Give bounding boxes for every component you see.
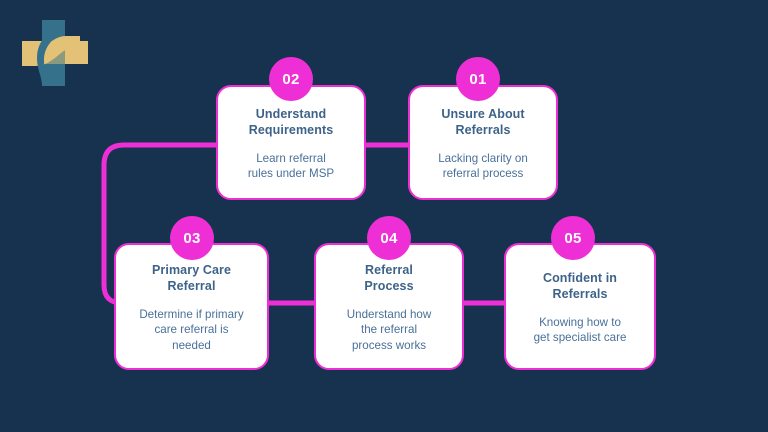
step-badge-01-number: 01 xyxy=(469,70,487,88)
step-card-04-title: Referral Process xyxy=(364,262,414,293)
step-card-05-title: Confident in Referrals xyxy=(542,270,618,301)
step-card-01-title: Unsure About Referrals xyxy=(441,106,525,137)
step-card-02[interactable]: Understand Requirements Learn referral r… xyxy=(216,85,366,200)
step-card-02-description: Learn referral rules under MSP xyxy=(247,151,335,180)
step-card-03[interactable]: Primary Care Referral Determine if prima… xyxy=(114,243,269,370)
step-card-02-title: Understand Requirements xyxy=(248,106,334,137)
step-card-03-description: Determine if primary care referral is ne… xyxy=(139,307,244,352)
step-card-04-description: Understand how the referral process work… xyxy=(346,307,432,352)
step-card-05[interactable]: Confident in Referrals Knowing how to ge… xyxy=(504,243,656,370)
step-badge-01: 01 xyxy=(456,57,500,101)
step-badge-04-number: 04 xyxy=(380,229,398,247)
step-card-01[interactable]: Unsure About Referrals Lacking clarity o… xyxy=(408,85,558,200)
step-badge-02-number: 02 xyxy=(282,70,300,88)
step-card-03-title: Primary Care Referral xyxy=(151,262,232,293)
step-badge-05: 05 xyxy=(551,216,595,260)
step-badge-02: 02 xyxy=(269,57,313,101)
step-card-04[interactable]: Referral Process Understand how the refe… xyxy=(314,243,464,370)
step-badge-05-number: 05 xyxy=(564,229,582,247)
step-badge-04: 04 xyxy=(367,216,411,260)
step-badge-03: 03 xyxy=(170,216,214,260)
medical-cross-logo xyxy=(22,20,88,86)
step-card-01-description: Lacking clarity on referral process xyxy=(438,151,528,180)
step-card-05-description: Knowing how to get specialist care xyxy=(533,315,627,344)
step-badge-03-number: 03 xyxy=(183,229,201,247)
